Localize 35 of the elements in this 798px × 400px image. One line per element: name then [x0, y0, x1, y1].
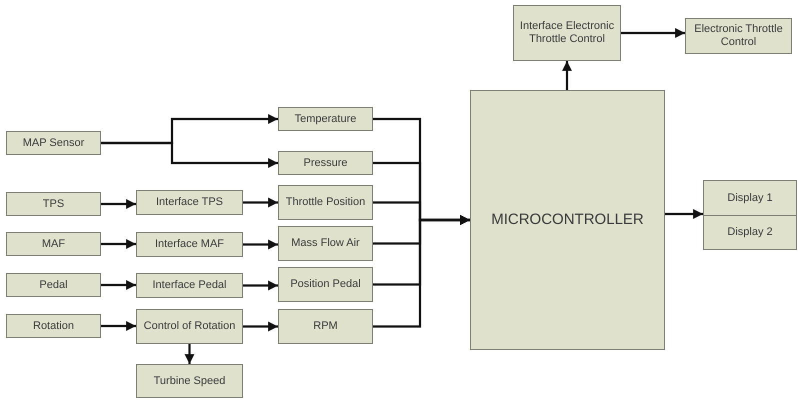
process-box: Control of Rotation — [136, 309, 243, 344]
process-box: MAP Sensor — [6, 131, 101, 155]
arrow — [101, 239, 136, 249]
process-box: Mass Flow Air — [278, 226, 373, 261]
process-box: Interface TPS — [136, 190, 243, 215]
arrow — [243, 198, 278, 208]
arrow — [243, 240, 278, 250]
arrow — [562, 61, 572, 90]
process-box: Interface Electronic Throttle Control — [513, 5, 621, 61]
process-box: Display 2 — [703, 215, 797, 250]
process-box: Electronic Throttle Control — [685, 18, 792, 54]
arrow — [665, 209, 703, 219]
process-box: Interface MAF — [136, 232, 243, 257]
arrow — [101, 321, 136, 331]
arrow — [101, 280, 136, 290]
process-box: RPM — [278, 309, 373, 344]
process-box: Position Pedal — [278, 267, 373, 302]
process-box: Temperature — [278, 107, 373, 131]
arrow — [101, 199, 136, 209]
process-box: Turbine Speed — [136, 364, 243, 398]
microcontroller-block: MICROCONTROLLER — [470, 90, 665, 350]
process-box: Rotation — [6, 314, 101, 338]
arrow — [184, 344, 194, 364]
process-box: TPS — [6, 192, 101, 216]
arrow — [621, 28, 685, 38]
process-box: Pedal — [6, 273, 101, 297]
arrow — [101, 142, 278, 168]
process-box: MAF — [6, 232, 101, 256]
process-box: Throttle Position — [278, 185, 373, 220]
process-box: Interface Pedal — [136, 273, 243, 298]
arrow — [243, 322, 278, 332]
arrow — [243, 280, 278, 290]
arrow — [373, 215, 470, 328]
process-box: Pressure — [278, 151, 373, 175]
process-box: Display 1 — [703, 180, 797, 216]
